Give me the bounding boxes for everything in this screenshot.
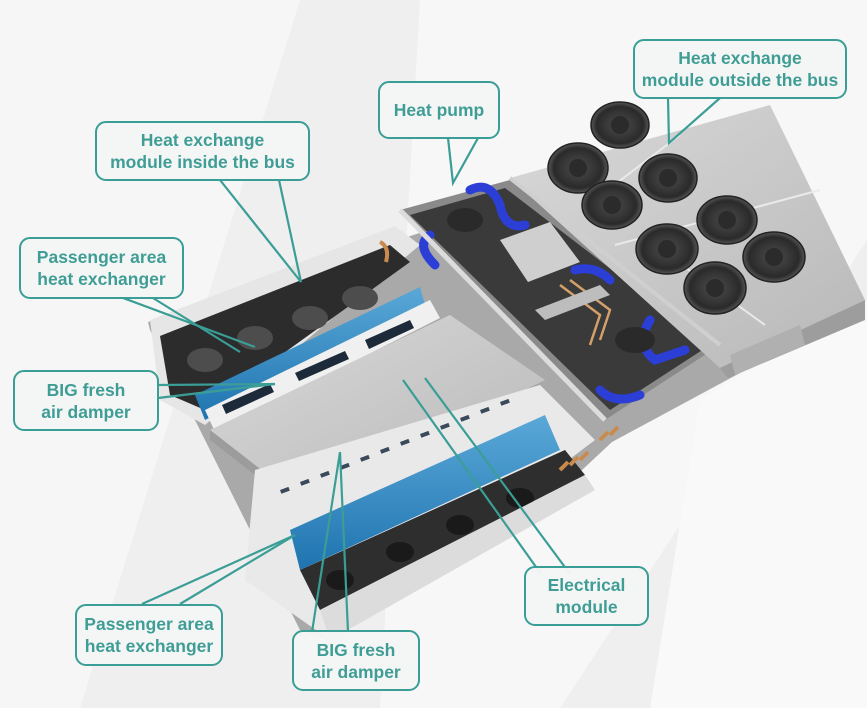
- callout-line: heat exchanger: [37, 269, 166, 289]
- callout-line: Passenger area: [84, 614, 214, 634]
- callout-line: air damper: [41, 401, 131, 422]
- callout-line: Passenger area: [36, 247, 167, 267]
- callout-line: air damper: [311, 661, 401, 682]
- heat-pump-compartment: [400, 180, 720, 420]
- callout-line: module: [555, 597, 618, 617]
- callout-passenger-heat-exchanger-top: Passenger area heat exchanger: [19, 237, 184, 299]
- callout-heat-exchange-outside: Heat exchange module outside the bus: [633, 39, 847, 99]
- callout-line: Heat exchange: [140, 130, 265, 150]
- callout-fresh-air-damper-bottom: BIG fresh air damper: [292, 630, 420, 691]
- callout-line: heat exchanger: [84, 636, 214, 656]
- callout-line: BIG fresh: [316, 639, 396, 660]
- callout-line: Heat exchange: [678, 48, 802, 68]
- callout-electrical-module: Electrical module: [524, 566, 649, 626]
- callout-line: Heat pump: [393, 100, 485, 120]
- condenser-module: [510, 101, 865, 378]
- callout-fresh-air-damper-left: BIG fresh air damper: [13, 370, 159, 431]
- callout-line: BIG fresh: [46, 379, 126, 400]
- callout-line: module inside the bus: [110, 152, 295, 172]
- electrical-cover-panel: [210, 315, 545, 500]
- callout-line: module outside the bus: [641, 70, 839, 90]
- callout-heat-pump: Heat pump: [378, 81, 500, 139]
- callout-heat-exchange-inside: Heat exchange module inside the bus: [95, 121, 310, 181]
- callout-line: Electrical: [547, 575, 626, 595]
- callout-passenger-heat-exchanger-bottom: Passenger area heat exchanger: [75, 604, 223, 666]
